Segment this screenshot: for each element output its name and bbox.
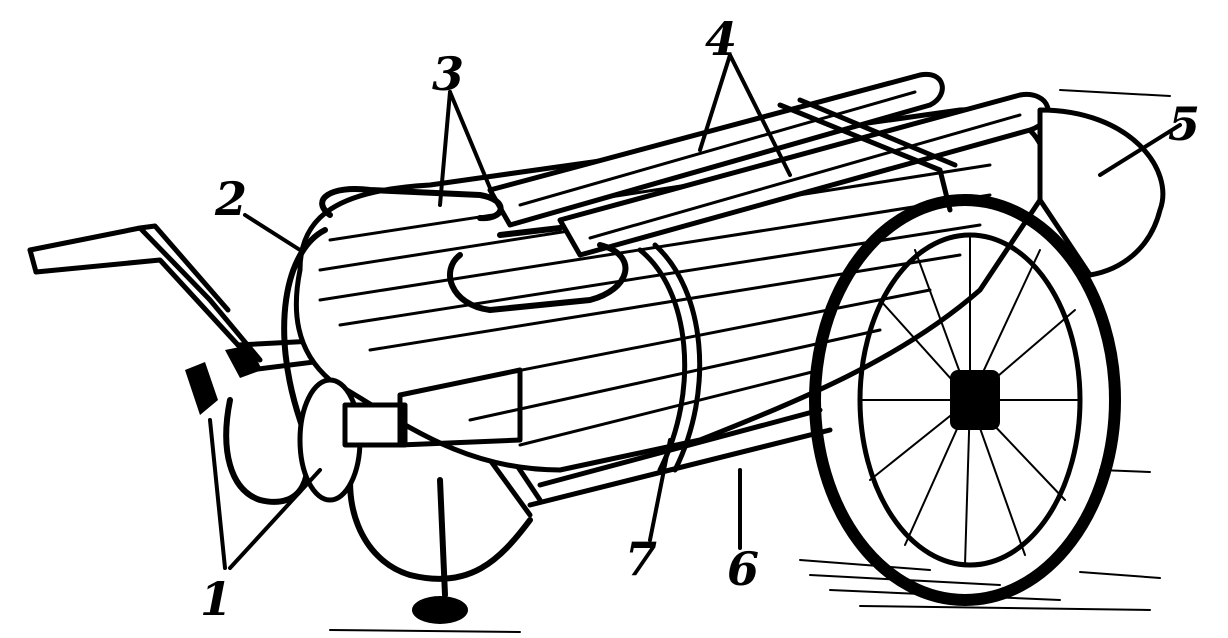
underframe-rail (527, 407, 833, 508)
carrying-handles (319, 186, 629, 313)
callout-3: 3 (432, 47, 464, 101)
support-stand (412, 477, 468, 624)
wheel (809, 194, 1121, 606)
callout-2: 2 (214, 172, 247, 226)
callout-7: 7 (625, 532, 657, 586)
callout-4: 4 (705, 12, 737, 66)
callout-6: 6 (727, 542, 759, 596)
callout-5: 5 (1168, 97, 1200, 151)
front-hub (297, 367, 523, 503)
callout-1: 1 (200, 572, 232, 626)
handle-grips (185, 345, 262, 415)
leader-lines (208, 53, 1182, 570)
rear-end (1037, 107, 1166, 278)
